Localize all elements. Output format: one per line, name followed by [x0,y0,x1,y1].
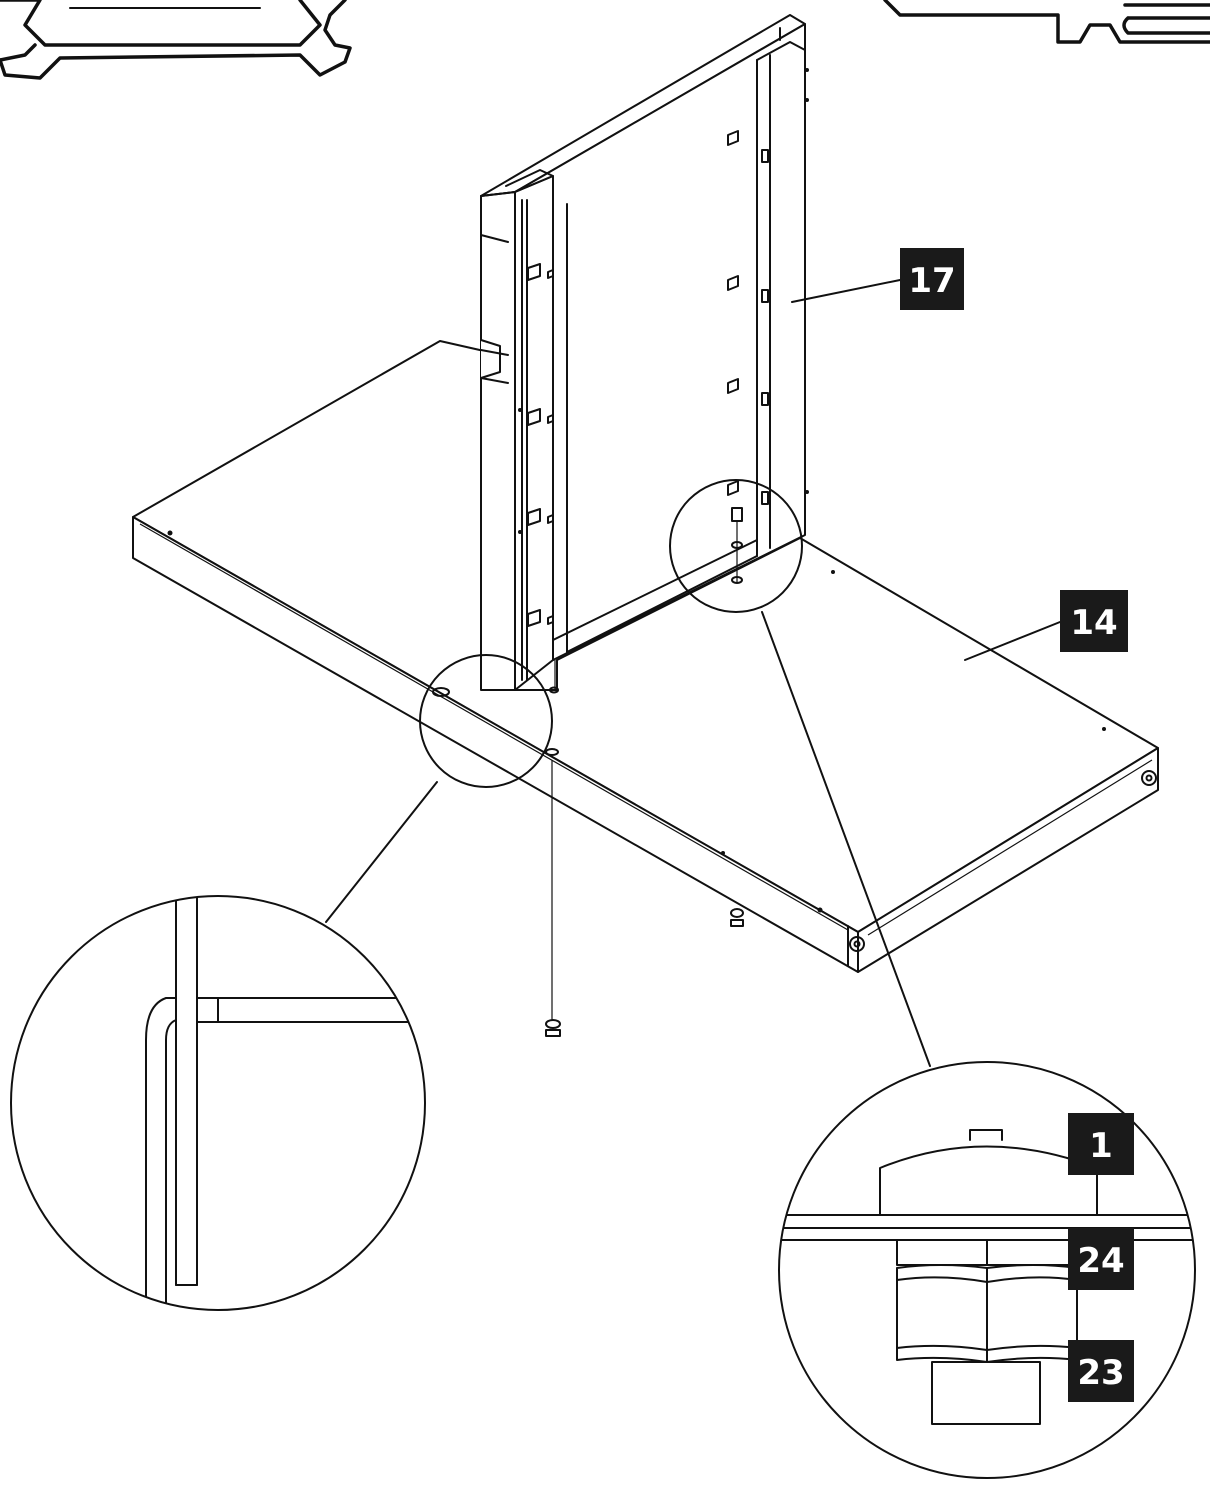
detail-enlargement-right [778,1061,1196,1479]
screwdriver-icon [883,0,1210,44]
svg-text:1: 1 [1089,1126,1113,1166]
callout-24: 24 [1068,1228,1134,1290]
callout-17: 17 [900,248,964,310]
svg-text:14: 14 [1070,603,1117,643]
callout-14: 14 [1060,590,1128,652]
svg-text:23: 23 [1077,1353,1124,1393]
wrench-icon [0,0,352,80]
svg-text:24: 24 [1077,1241,1124,1281]
upright-panel-17 [480,14,809,691]
svg-text:17: 17 [908,261,955,301]
bolt-hardware [545,507,744,1037]
detail-circle-left-source [419,654,553,788]
callout-23: 23 [1068,1340,1134,1402]
callout-1: 1 [1068,1113,1134,1175]
detail-circle-right-source [669,479,803,613]
detail-enlargement-left [10,895,426,1311]
base-panel-14 [132,340,1159,973]
